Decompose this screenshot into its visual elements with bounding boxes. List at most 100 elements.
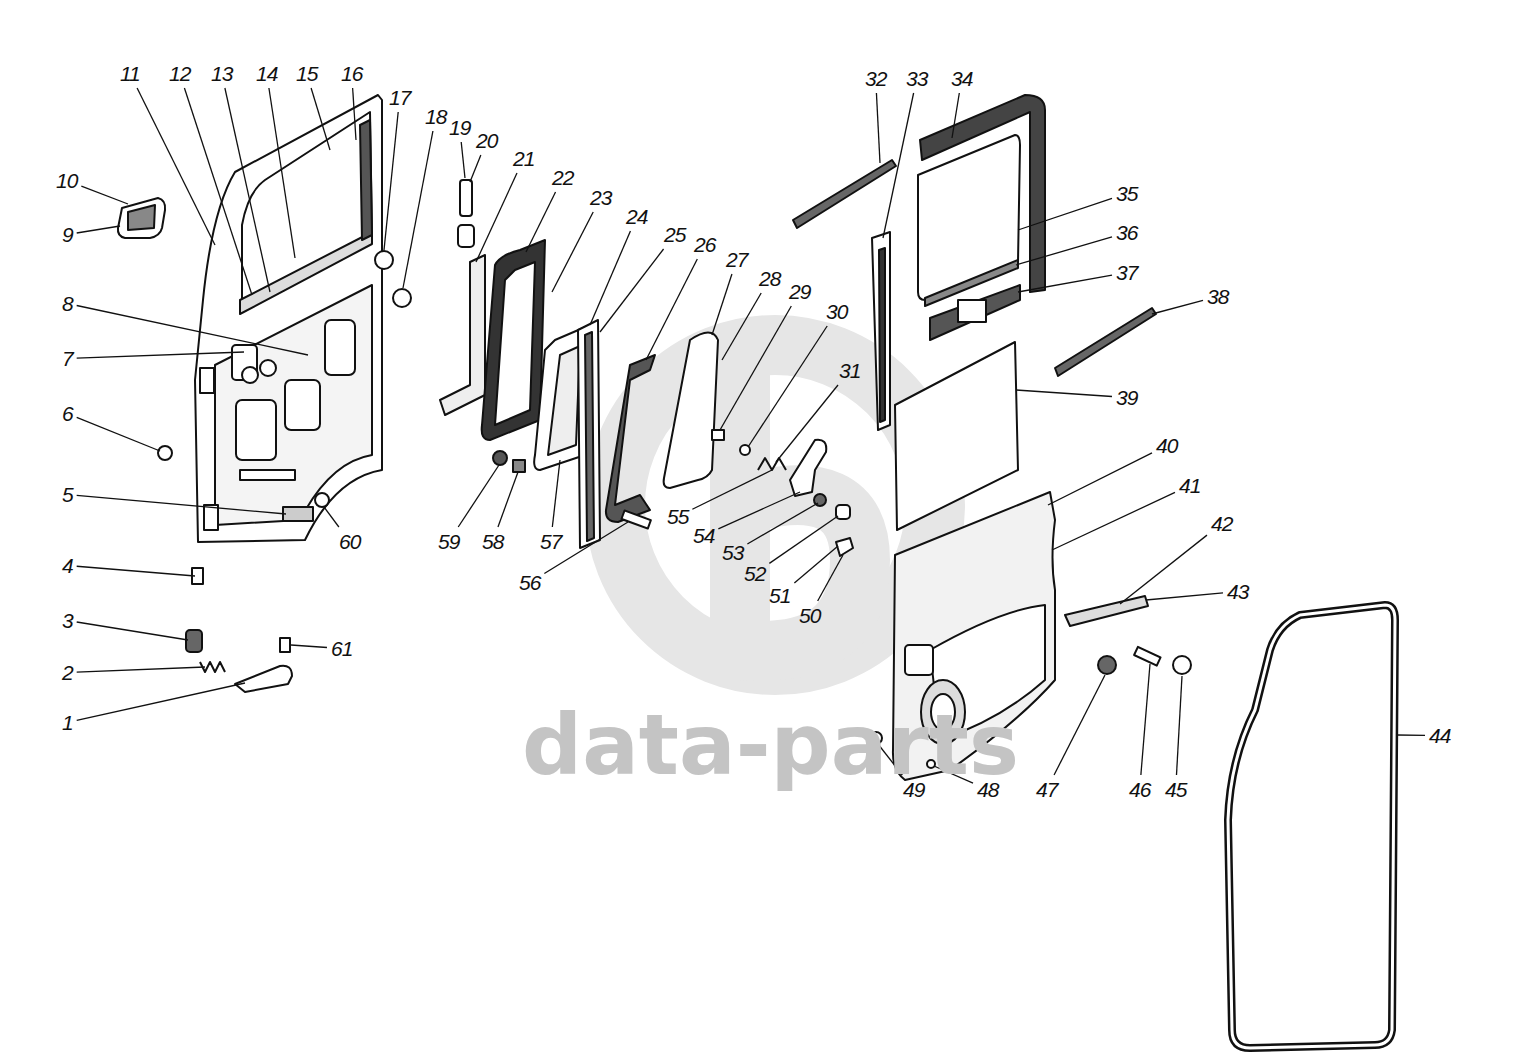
grommet [375,251,393,269]
leader-line [403,131,433,288]
vent-glass-seal [606,355,655,522]
leader-line [269,88,295,258]
bushing [513,460,525,472]
leader-line [184,88,252,295]
leader-line [1052,492,1175,550]
outer-handle [118,198,165,238]
leader-line [77,306,308,356]
callout-number: 46 [1129,779,1150,800]
callout-number: 4 [62,555,73,576]
glass-channel-groove [585,332,594,541]
leader-line [552,460,560,527]
callout-number: 15 [296,63,317,84]
knob [460,180,472,216]
bumper [315,493,329,507]
lock-hole [242,367,258,383]
leader-line [324,507,339,527]
callout-number: 61 [331,638,352,659]
callout-number: 9 [62,224,73,245]
callout-number: 19 [449,117,470,138]
callout-number: 8 [62,293,73,314]
callout-number: 55 [667,506,688,527]
armrest [1065,596,1148,626]
door-seal-edge [1228,605,1395,1048]
leader-line [77,352,244,358]
door-panel [195,95,382,542]
callout-number: 43 [1227,581,1248,602]
leader-line [311,88,330,150]
leader-line [818,555,843,601]
callout-number: 11 [120,63,140,84]
vent-lever [790,440,826,496]
leader-line [77,566,195,576]
nut [493,451,507,465]
door-glass [918,135,1020,300]
callout-number: 35 [1116,183,1137,204]
glass-channel [578,320,600,548]
callout-number: 22 [552,167,573,188]
callout-number: 26 [694,234,715,255]
vent-seal [482,240,545,440]
pivot-pin [712,430,724,440]
leader-line [720,306,791,430]
leader-line [646,259,697,360]
striker [283,507,313,521]
callout-number: 17 [389,87,410,108]
leader-line [1016,390,1112,397]
door-seal [1228,605,1395,1048]
callout-number: 10 [56,170,77,191]
callout-number: 52 [744,563,765,584]
trim-handle-recess [905,645,933,675]
leader-line [1018,275,1112,292]
leader-line [552,212,593,292]
callout-number: 51 [769,585,790,606]
callout-number: 34 [951,68,972,89]
callout-number: 28 [759,268,780,289]
leader-line [722,293,761,360]
glass-strip [1055,308,1156,376]
leader-line [1397,734,1425,736]
leader-line [384,112,398,250]
panel-hole [325,320,355,375]
leader-line [1146,593,1223,600]
callout-number: 44 [1429,725,1450,746]
callout-number: 37 [1116,262,1137,283]
callout-number: 58 [482,531,503,552]
vent-seal-inner [495,262,535,425]
leader-line [600,249,664,332]
callout-number: 50 [799,605,820,626]
callout-number: 7 [62,348,73,369]
leader-line [77,683,245,720]
latch-clip [836,538,853,556]
leader-line [353,88,356,140]
vent-glass [664,333,718,489]
leader-line [458,465,499,527]
callout-number: 2 [62,662,73,683]
leader-line [1176,676,1182,775]
callout-number: 33 [906,68,927,89]
callout-number: 56 [519,572,540,593]
hinge-plate [204,505,218,530]
callout-number: 14 [256,63,277,84]
glass-bracket-plate [958,300,986,322]
leader-line [1152,300,1203,314]
leader-line [1048,453,1152,505]
callout-number: 45 [1165,779,1186,800]
glass-channel [872,232,890,430]
callout-number: 38 [1207,286,1228,307]
callout-number: 30 [826,301,847,322]
callout-number: 16 [341,63,362,84]
leader-line [776,385,838,462]
callout-number: 41 [1179,475,1200,496]
panel-slot [240,470,295,480]
vent-frame [440,255,485,415]
leader-line [1054,675,1105,775]
spring [758,458,786,470]
callout-number: 29 [789,281,810,302]
leader-line [590,231,630,325]
leader-line [225,88,270,292]
callout-number: 21 [513,148,534,169]
outer-handle-recess [128,205,155,230]
leader-line [769,516,838,563]
leader-line [794,546,838,583]
